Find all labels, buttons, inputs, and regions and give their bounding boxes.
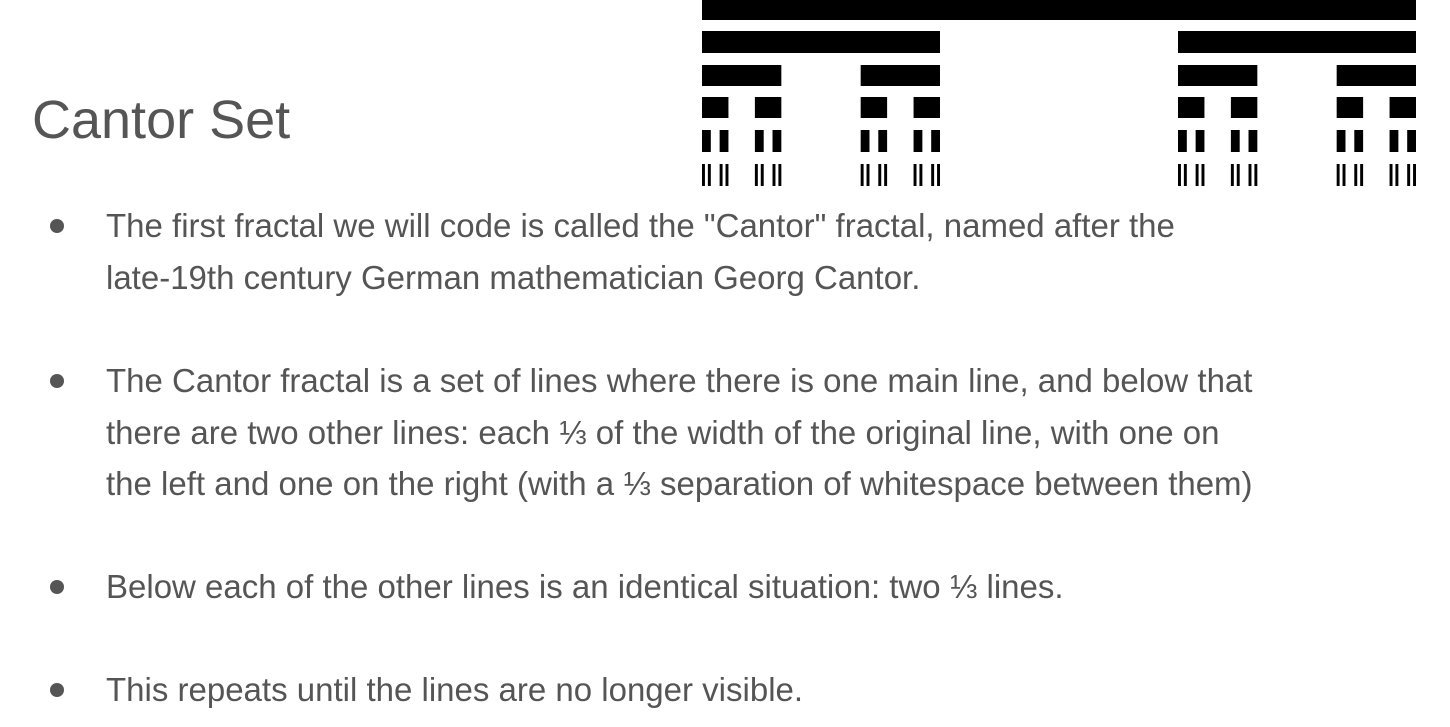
cantor-segment-level-4 — [913, 130, 923, 152]
cantor-segment-level-5 — [702, 164, 705, 186]
cantor-segment-level-5 — [1183, 164, 1187, 186]
cantor-segment-level-5 — [725, 164, 729, 186]
cantor-segment-level-3 — [1178, 97, 1205, 118]
cantor-segment-level-3 — [754, 97, 782, 118]
cantor-segment-level-5 — [866, 164, 870, 186]
bullet-text: The first fractal we will code is called… — [106, 207, 1175, 296]
cantor-segment-level-5 — [1407, 164, 1411, 186]
cantor-segment-level-4 — [1248, 130, 1258, 152]
cantor-segment-level-5 — [860, 164, 864, 186]
bullet-dot-icon — [50, 683, 64, 697]
cantor-segment-level-5 — [1248, 164, 1252, 186]
bullet-text: This repeats until the lines are no long… — [106, 671, 804, 708]
cantor-segment-level-5 — [937, 164, 940, 186]
cantor-segment-level-5 — [1336, 164, 1340, 186]
cantor-segment-level-4 — [1230, 130, 1240, 152]
cantor-segment-level-5 — [1389, 164, 1393, 186]
cantor-segment-level-4 — [1407, 130, 1416, 152]
cantor-segment-level-5 — [931, 164, 935, 186]
cantor-segment-level-5 — [1178, 164, 1181, 186]
slide-title: Cantor Set — [32, 90, 291, 150]
bullet-dot-icon — [50, 219, 64, 233]
cantor-segment-level-4 — [719, 130, 729, 152]
cantor-segment-level-5 — [913, 164, 917, 186]
cantor-segment-level-4 — [702, 130, 711, 152]
cantor-segment-level-5 — [778, 164, 782, 186]
cantor-segment-level-3 — [913, 97, 940, 118]
cantor-segment-level-5 — [1395, 164, 1399, 186]
cantor-segment-level-3 — [860, 97, 888, 118]
cantor-segment-level-5 — [1195, 164, 1199, 186]
cantor-segment-level-4 — [1354, 130, 1364, 152]
cantor-segment-level-4 — [931, 130, 940, 152]
cantor-segment-level-5 — [707, 164, 711, 186]
cantor-segment-level-5 — [1360, 164, 1364, 186]
cantor-segment-level-4 — [1336, 130, 1346, 152]
cantor-segment-level-2 — [702, 65, 782, 86]
cantor-segment-level-3 — [702, 97, 729, 118]
cantor-segment-level-5 — [1342, 164, 1346, 186]
cantor-segment-level-5 — [1354, 164, 1358, 186]
cantor-segment-level-2 — [1336, 65, 1416, 86]
cantor-segment-level-3 — [1230, 97, 1258, 118]
cantor-segment-level-5 — [878, 164, 882, 186]
bullet-text: Below each of the other lines is an iden… — [106, 568, 1064, 605]
cantor-segment-level-5 — [1254, 164, 1258, 186]
cantor-segment-level-5 — [719, 164, 723, 186]
cantor-segment-level-4 — [1178, 130, 1187, 152]
bullet-dot-icon — [50, 374, 64, 388]
cantor-segment-level-5 — [1413, 164, 1416, 186]
cantor-segment-level-5 — [884, 164, 888, 186]
cantor-segment-level-0 — [702, 0, 1416, 20]
bullet-dot-icon — [50, 580, 64, 594]
bullet-text: The Cantor fractal is a set of lines whe… — [106, 362, 1253, 502]
cantor-segment-level-5 — [772, 164, 776, 186]
cantor-segment-level-4 — [860, 130, 870, 152]
cantor-segment-level-4 — [1389, 130, 1399, 152]
cantor-segment-level-1 — [1178, 31, 1416, 53]
cantor-segment-level-1 — [702, 31, 940, 53]
cantor-segment-level-5 — [919, 164, 923, 186]
cantor-segment-level-5 — [1236, 164, 1240, 186]
cantor-segment-level-5 — [760, 164, 764, 186]
cantor-segment-level-4 — [754, 130, 764, 152]
cantor-segment-level-3 — [1389, 97, 1416, 118]
cantor-segment-level-4 — [878, 130, 888, 152]
cantor-segment-level-4 — [1195, 130, 1205, 152]
cantor-segment-level-5 — [1201, 164, 1205, 186]
cantor-segment-level-4 — [772, 130, 782, 152]
cantor-segment-level-2 — [1178, 65, 1258, 86]
cantor-segment-level-2 — [860, 65, 940, 86]
cantor-segment-level-5 — [1230, 164, 1234, 186]
cantor-segment-level-5 — [754, 164, 758, 186]
cantor-fractal-illustration — [702, 0, 1416, 186]
cantor-segment-level-3 — [1336, 97, 1364, 118]
